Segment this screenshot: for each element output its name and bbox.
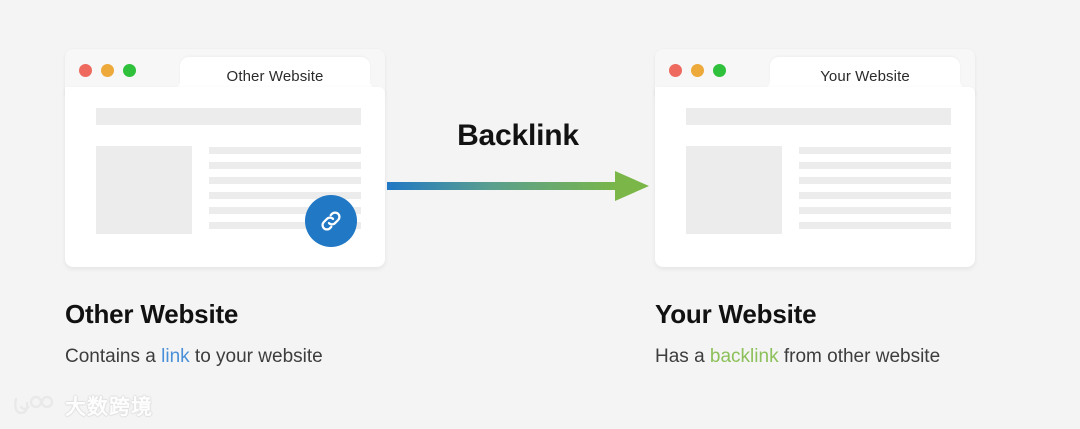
skeleton-line bbox=[799, 192, 951, 199]
link-badge[interactable] bbox=[305, 195, 357, 247]
skeleton-line bbox=[799, 177, 951, 184]
maximize-dot-icon[interactable] bbox=[123, 64, 136, 77]
dashu-logo-icon bbox=[12, 394, 56, 418]
skeleton-line bbox=[209, 147, 361, 154]
skeleton-body bbox=[686, 146, 951, 234]
backlink-label: Backlink bbox=[457, 119, 579, 152]
skeleton-line bbox=[209, 222, 361, 229]
skeleton-image-block bbox=[96, 146, 192, 234]
skeleton-line bbox=[209, 162, 361, 169]
browser-tab-label: Your Website bbox=[820, 67, 910, 85]
browser-window-other-website: Other Website bbox=[65, 49, 385, 267]
browser-viewport bbox=[655, 87, 975, 267]
browser-tab-label: Other Website bbox=[226, 67, 324, 85]
skeleton-image-block bbox=[686, 146, 782, 234]
skeleton-body bbox=[96, 146, 361, 234]
caption-title: Your Website bbox=[655, 299, 817, 329]
skeleton-line bbox=[209, 177, 361, 184]
caption-highlight-link[interactable]: link bbox=[161, 345, 190, 367]
caption-text-after: from other website bbox=[778, 345, 941, 367]
caption-text-before: Contains a bbox=[65, 345, 162, 367]
caption-other-website: Other Website Contains a link to your we… bbox=[65, 300, 495, 368]
traffic-lights bbox=[669, 64, 726, 77]
browser-viewport bbox=[65, 87, 385, 267]
link-icon bbox=[318, 208, 344, 234]
skeleton-banner bbox=[686, 108, 951, 125]
watermark-text: 大数跨境 bbox=[65, 396, 153, 419]
caption-subtitle: Contains a link to your website bbox=[65, 346, 495, 369]
skeleton-banner bbox=[96, 108, 361, 125]
skeleton-text-lines bbox=[799, 146, 951, 234]
close-dot-icon[interactable] bbox=[669, 64, 682, 77]
skeleton-line bbox=[799, 207, 951, 214]
traffic-lights bbox=[79, 64, 136, 77]
skeleton-text-lines bbox=[209, 146, 361, 234]
skeleton-line bbox=[799, 222, 951, 229]
browser-window-your-website: Your Website bbox=[655, 49, 975, 267]
skeleton-line bbox=[209, 207, 361, 214]
skeleton-line bbox=[799, 147, 951, 154]
caption-your-website: Your Website Has a backlink from other w… bbox=[655, 300, 1080, 368]
minimize-dot-icon[interactable] bbox=[691, 64, 704, 77]
caption-subtitle: Has a backlink from other website bbox=[655, 346, 1080, 369]
caption-text-before: Has a bbox=[655, 345, 710, 367]
skeleton-line bbox=[209, 192, 361, 199]
page-skeleton bbox=[96, 108, 361, 249]
watermark: 大数跨境 bbox=[12, 391, 153, 421]
minimize-dot-icon[interactable] bbox=[101, 64, 114, 77]
page-skeleton bbox=[686, 108, 951, 249]
caption-text-after: to your website bbox=[189, 345, 323, 367]
caption-title: Other Website bbox=[65, 299, 239, 329]
maximize-dot-icon[interactable] bbox=[713, 64, 726, 77]
caption-highlight-backlink[interactable]: backlink bbox=[709, 345, 779, 367]
backlink-arrow bbox=[387, 168, 649, 204]
skeleton-line bbox=[799, 162, 951, 169]
close-dot-icon[interactable] bbox=[79, 64, 92, 77]
